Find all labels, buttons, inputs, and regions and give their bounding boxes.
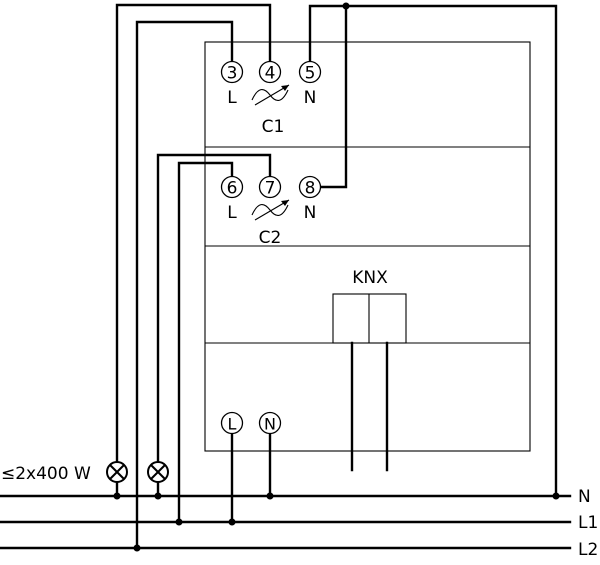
wire-terminal-7-to-lamp-2 — [156, 153, 272, 464]
terminal-4-number: 4 — [265, 64, 276, 84]
terminal-3-number: 3 — [227, 64, 238, 84]
knx-module: KNX — [332, 268, 407, 344]
terminal-3 — [220, 60, 244, 84]
lamp-1-icon — [106, 461, 128, 483]
wire-n-to-terminal-5 — [308, 4, 558, 498]
junction-dot — [228, 518, 236, 526]
channel-2-l-label: L — [227, 203, 237, 223]
lamp-2-cross-b — [150, 464, 166, 480]
junction-dot — [154, 492, 162, 500]
terminal-8 — [298, 175, 322, 199]
lamp-1-cross-b — [109, 464, 125, 480]
line-label-l2: L2 — [578, 540, 598, 560]
terminal-5-number: 5 — [305, 64, 316, 84]
lamp-2-icon — [147, 461, 169, 483]
channel-2-n-label: N — [304, 203, 317, 223]
terminal-8-number: 8 — [305, 179, 316, 199]
line-label-l1: L1 — [578, 513, 598, 533]
supply-terminals: L N — [220, 411, 282, 435]
terminal-6 — [220, 175, 244, 199]
device-enclosure — [204, 41, 531, 452]
channel-1: 3 4 5 L N C1 — [220, 60, 322, 137]
supply-terminal-l-label: L — [228, 415, 237, 434]
dimmer-symbol-icon — [251, 199, 290, 221]
channel-1-l-label: L — [227, 88, 237, 108]
channel-1-n-label: N — [304, 88, 317, 108]
knx-label: KNX — [352, 268, 388, 288]
wire-terminal-4-to-lamp-1 — [115, 3, 272, 464]
junction-dot — [266, 492, 274, 500]
channel-2: 6 7 8 L N C2 — [220, 175, 322, 248]
junction-dot — [113, 492, 121, 500]
junction-dot — [175, 518, 183, 526]
dimmer-symbol-icon — [251, 84, 290, 106]
load-rating-label: ≤2x400 W — [1, 464, 91, 484]
channel-1-name: C1 — [262, 117, 285, 137]
line-label-n: N — [578, 487, 591, 507]
supply-terminal-n — [258, 411, 282, 435]
terminal-5 — [298, 60, 322, 84]
wiring — [115, 3, 558, 550]
junctions — [113, 2, 560, 552]
junction-dot — [342, 2, 350, 10]
channel-2-name: C2 — [259, 228, 282, 248]
wire-l2-to-terminal-3 — [135, 20, 234, 550]
wire-l1-to-terminal-6 — [177, 161, 234, 524]
supply-terminal-n-label: N — [264, 415, 276, 434]
supply-terminal-l — [220, 411, 244, 435]
junction-dot — [133, 544, 141, 552]
junction-dot — [552, 492, 560, 500]
terminal-7 — [258, 175, 282, 199]
mains-lines — [0, 494, 572, 550]
terminal-7-number: 7 — [265, 179, 276, 199]
terminal-4 — [258, 60, 282, 84]
terminal-6-number: 6 — [227, 179, 238, 199]
wire-n-to-terminal-8 — [318, 4, 348, 189]
